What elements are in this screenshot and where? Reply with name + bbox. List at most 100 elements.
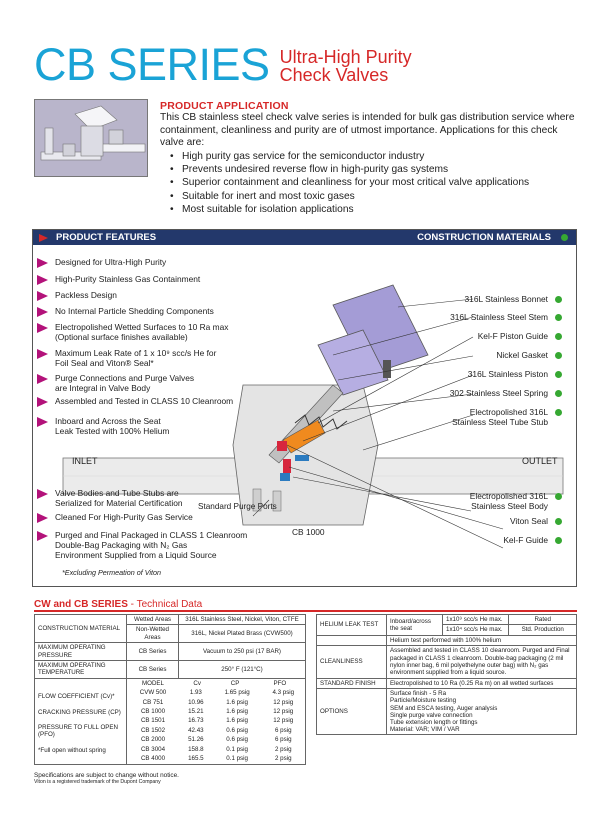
- option-item: Tube extension length or fittings: [390, 719, 478, 727]
- feature-item: High-Purity Stainless Gas Containment: [37, 274, 279, 285]
- list-item: Most suitable for isolation applications: [168, 203, 580, 217]
- outlet-label: OUTLET: [522, 456, 558, 466]
- arrow-icon: [37, 374, 48, 384]
- arrow-icon: [39, 233, 48, 242]
- application-text: This CB stainless steel check valve seri…: [160, 112, 575, 149]
- arrow-icon: [37, 397, 48, 407]
- full-open-label: PRESSURE TO FULL OPEN (PFO): [38, 724, 119, 739]
- no-spring-note: *Full open without spring: [38, 746, 106, 754]
- product-application: PRODUCT APPLICATION This CB stainless st…: [160, 100, 580, 217]
- material-label: Viton Seal: [510, 516, 562, 526]
- arrow-icon: [37, 417, 48, 427]
- option-item: SEM and ESCA testing, Auger analysis: [390, 704, 498, 712]
- green-dot-icon: [555, 390, 562, 397]
- footer-notes: Specifications are subject to change wit…: [34, 772, 179, 786]
- material-label: 302 Stainless Steel Spring: [450, 388, 562, 398]
- footer-line-2: Viton is a registered trademark of the D…: [34, 779, 161, 785]
- feature-item: Maximum Leak Rate of 1 x 10⁹ scc/s He fo…: [37, 348, 279, 368]
- arrow-icon: [37, 307, 48, 317]
- option-item: Material: VAR; VIM / VAR: [390, 726, 460, 734]
- construction-label: CONSTRUCTION MATERIAL: [34, 613, 127, 644]
- valve-cross-section: [62, 284, 564, 549]
- flow-label: FLOW COEFFICIENT (Cv)*: [38, 693, 115, 701]
- series-title: CB SERIES: [34, 39, 270, 90]
- green-dot-icon: [561, 234, 568, 241]
- page-header: CB SERIES Ultra-High Purity Check Valves: [34, 42, 412, 94]
- materials-heading: CONSTRUCTION MATERIALS: [417, 232, 551, 243]
- model-table: MODEL Cv CP PFO: [141, 679, 287, 687]
- option-item: Surface finish - 5 Ra: [390, 690, 447, 698]
- green-dot-icon: [555, 409, 562, 416]
- material-label: Kel-F Guide: [503, 535, 562, 545]
- purge-ports-label: Standard Purge Ports: [198, 502, 277, 511]
- features-heading: PRODUCT FEATURES: [56, 232, 157, 243]
- cleanliness-label: CLEANLINESS: [316, 645, 387, 679]
- green-dot-icon: [555, 518, 562, 525]
- footer-line-1: Specifications are subject to change wit…: [34, 772, 179, 779]
- arrow-icon: [37, 513, 48, 523]
- model-label: CB 1000: [292, 527, 325, 537]
- finish-label: STANDARD FINISH: [316, 677, 387, 690]
- product-photo: [34, 99, 148, 177]
- feature-item: No Internal Particle Shedding Components: [37, 306, 279, 317]
- feature-item: Purged and Final Packaged in CLASS 1 Cle…: [37, 530, 279, 561]
- green-dot-icon: [555, 493, 562, 500]
- application-heading: PRODUCT APPLICATION: [160, 100, 289, 112]
- arrow-icon: [37, 531, 48, 541]
- features-panel: PRODUCT FEATURES CONSTRUCTION MATERIALS: [32, 229, 577, 587]
- subtitle-line-1: Ultra-High Purity: [279, 47, 412, 67]
- inlet-label: INLET: [72, 456, 98, 466]
- tech-divider: [34, 610, 577, 612]
- viton-note: *Excluding Permeation of Viton: [62, 568, 161, 577]
- arrow-icon: [37, 349, 48, 359]
- arrow-icon: [37, 323, 48, 333]
- feature-item: Designed for Ultra-High Purity: [37, 257, 279, 268]
- green-dot-icon: [555, 333, 562, 340]
- list-item: High purity gas service for the semicond…: [168, 150, 580, 164]
- application-list: High purity gas service for the semicond…: [168, 150, 580, 217]
- features-bar: PRODUCT FEATURES CONSTRUCTION MATERIALS: [33, 230, 576, 245]
- feature-item: Assembled and Tested in CLASS 10 Cleanro…: [37, 396, 279, 407]
- option-item: Particle/Moisture testing: [390, 697, 457, 705]
- tech-table-left: CONSTRUCTION MATERIAL Wetted Areas 316L …: [34, 613, 306, 765]
- feature-item: Packless Design: [37, 290, 279, 301]
- arrow-icon: [37, 489, 48, 499]
- helium-label: HELIUM LEAK TEST: [316, 614, 387, 636]
- valve-photo-illustration: [35, 100, 147, 176]
- arrow-icon: [37, 291, 48, 301]
- material-label: 316L Stainless Piston: [468, 369, 562, 379]
- list-item: Superior containment and cleanliness for…: [168, 176, 580, 190]
- arrow-icon: [37, 258, 48, 268]
- green-dot-icon: [555, 296, 562, 303]
- option-item: Single purge valve connection: [390, 711, 473, 719]
- cracking-label: CRACKING PRESSURE (CP): [38, 708, 121, 716]
- list-item: Suitable for inert and most toxic gases: [168, 190, 580, 204]
- green-dot-icon: [555, 352, 562, 359]
- options-label: OPTIONS: [316, 688, 387, 736]
- subtitle-line-2: Check Valves: [279, 65, 389, 85]
- feature-item: Electropolished Wetted Surfaces to 10 Ra…: [37, 322, 279, 342]
- material-label: Kel-F Piston Guide: [478, 331, 562, 341]
- feature-item: Cleaned For High-Purity Gas Service: [37, 512, 279, 523]
- material-label: 316L Stainless Bonnet: [465, 294, 562, 304]
- material-label: 316L Stainless Steel Stem: [450, 312, 562, 322]
- green-dot-icon: [555, 537, 562, 544]
- green-dot-icon: [555, 371, 562, 378]
- tech-data-heading: CW and CB SERIES - Technical Data: [34, 599, 203, 610]
- material-label: Nickel Gasket: [496, 350, 562, 360]
- tech-table-right: HELIUM LEAK TEST Inboard/across the seat…: [316, 613, 577, 736]
- green-dot-icon: [555, 314, 562, 321]
